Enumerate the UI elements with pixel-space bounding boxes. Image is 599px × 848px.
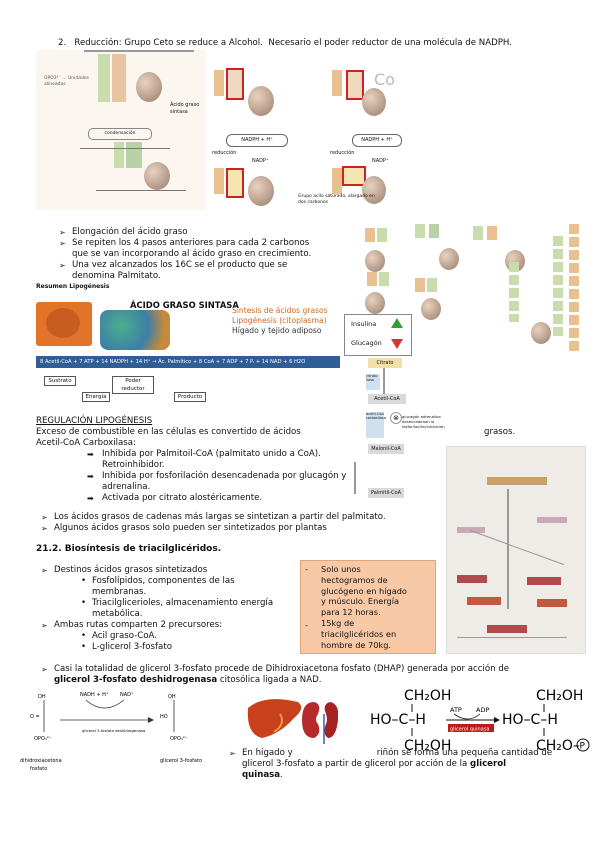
resumen-label: Resumen Lipogénesis: [36, 283, 110, 290]
pathway-figure: [446, 446, 586, 654]
regulation-line2: Acetil-CoA Carboxilasa:: [36, 438, 136, 448]
svg-text:CH₂OH: CH₂OH: [404, 688, 451, 704]
section-212-title: 21.2. Biosíntesis de triacilglicéridos.: [36, 544, 222, 554]
dhap-reaction-figure: OH O = OPO₃²⁻ NADH + H⁺ NAD⁺ glicerol 3-…: [20, 692, 202, 772]
destinos-sublist: Fosfolípidos, componentes de las membran…: [81, 576, 273, 620]
box-poder-reductor: Poder reductor: [112, 376, 154, 394]
regulation-bullets: Los ácidos grasos de cadenas más largas …: [41, 512, 386, 534]
svg-text:OH: OH: [38, 694, 46, 700]
summary-equation: 8 Acetil-CoA + 7 ATP + 14 NADPH + 14 H⁺ …: [36, 356, 340, 368]
hormone-box: Insulina Glucagón: [344, 314, 412, 356]
svg-text:glicerol quinasa: glicerol quinasa: [450, 727, 489, 733]
liver-kidney-icons: [247, 699, 338, 744]
regulation-line1-end: grasos.: [484, 427, 516, 437]
elongation-list: Elongación del ácido graso Se repiten lo…: [59, 227, 311, 282]
summary-figure: ÁCIDO GRASO SINTASA Síntesis de ácidos g…: [36, 296, 342, 408]
reduction-heading: 2. Reducción: Grupo Ceto se reduce a Alc…: [58, 38, 512, 48]
reduction-figure-left: OPO3²⁻ ... Unidades alineadas Ácido gras…: [36, 50, 206, 210]
svg-text:P: P: [580, 742, 586, 752]
box-sustrato: Sustrato: [44, 376, 76, 386]
summary-right-text: Síntesis de ácidos grasos Lipogénesis (c…: [232, 306, 328, 335]
box-producto: Producto: [174, 392, 206, 402]
regulation-line1: Exceso de combustible en las células es …: [36, 427, 301, 437]
svg-text:glicerol 3-fosfato: glicerol 3-fosfato: [160, 758, 202, 764]
svg-text:HO: HO: [160, 714, 168, 720]
summary-title: ÁCIDO GRASO SINTASA: [130, 300, 239, 310]
svg-text:OPO₃²⁻: OPO₃²⁻: [170, 736, 188, 742]
note-box: - - Solo unos hectogramos de glucógeno e…: [300, 560, 436, 654]
higado-line3: quinasa.: [242, 770, 283, 780]
regulation-figure: Citrato citrato liasa Acetil-CoA acetil-…: [346, 358, 446, 502]
glicerol-line1: Casi la totalidad de glicerol 3-fosfato …: [41, 664, 509, 675]
svg-text:OH: OH: [168, 694, 176, 700]
svg-text:ADP: ADP: [476, 706, 489, 714]
phosphate-icon: [576, 738, 590, 752]
regulation-heading: REGULACIÓN LIPOGÉNESIS: [36, 416, 153, 426]
precursores-bullet: Ambas rutas comparten 2 precursores:: [41, 620, 222, 631]
arrow-down-icon: [391, 339, 403, 349]
svg-text:dihidroxiacetona: dihidroxiacetona: [20, 758, 62, 764]
svg-text:O =: O =: [30, 714, 40, 720]
svg-text:NAD⁺: NAD⁺: [120, 692, 134, 698]
fas-label: Ácido graso sintasa: [170, 102, 200, 115]
svg-text:HO–C–H: HO–C–H: [502, 712, 558, 728]
higado-line2: glicerol 3-fosfato a partir de glicerol …: [242, 759, 507, 769]
liver-icon: [247, 699, 302, 738]
svg-text:ATP: ATP: [450, 706, 462, 714]
arrow-up-icon: [391, 318, 403, 328]
reduction-figure-right: Co NADPH + H⁺ NADPH + H⁺ reducción reduc…: [212, 64, 402, 210]
svg-text:HO–C–H: HO–C–H: [370, 712, 426, 728]
glicerol-line2: glicerol 3-fosfato deshidrogenasa citosó…: [54, 675, 322, 685]
regulation-sublist: Inhibida por Palmitoil-CoA (palmitato un…: [87, 449, 346, 504]
kidney-icon: [302, 702, 320, 738]
svg-text:CH₂OH: CH₂OH: [536, 688, 583, 704]
destinos-bullet: Destinos ácidos grasos sintetizados: [41, 565, 207, 576]
box-energia: Energía: [82, 392, 110, 402]
svg-text:fosfato: fosfato: [30, 766, 47, 772]
svg-text:glicerol 3-fosfato deshidrogen: glicerol 3-fosfato deshidrogenasa: [82, 728, 145, 733]
svg-text:OPO₃²⁻: OPO₃²⁻: [34, 736, 52, 742]
svg-text:NADH + H⁺: NADH + H⁺: [80, 692, 109, 698]
precursores-sublist: Acil graso-CoA. L-glicerol 3-fosfato: [81, 631, 172, 653]
